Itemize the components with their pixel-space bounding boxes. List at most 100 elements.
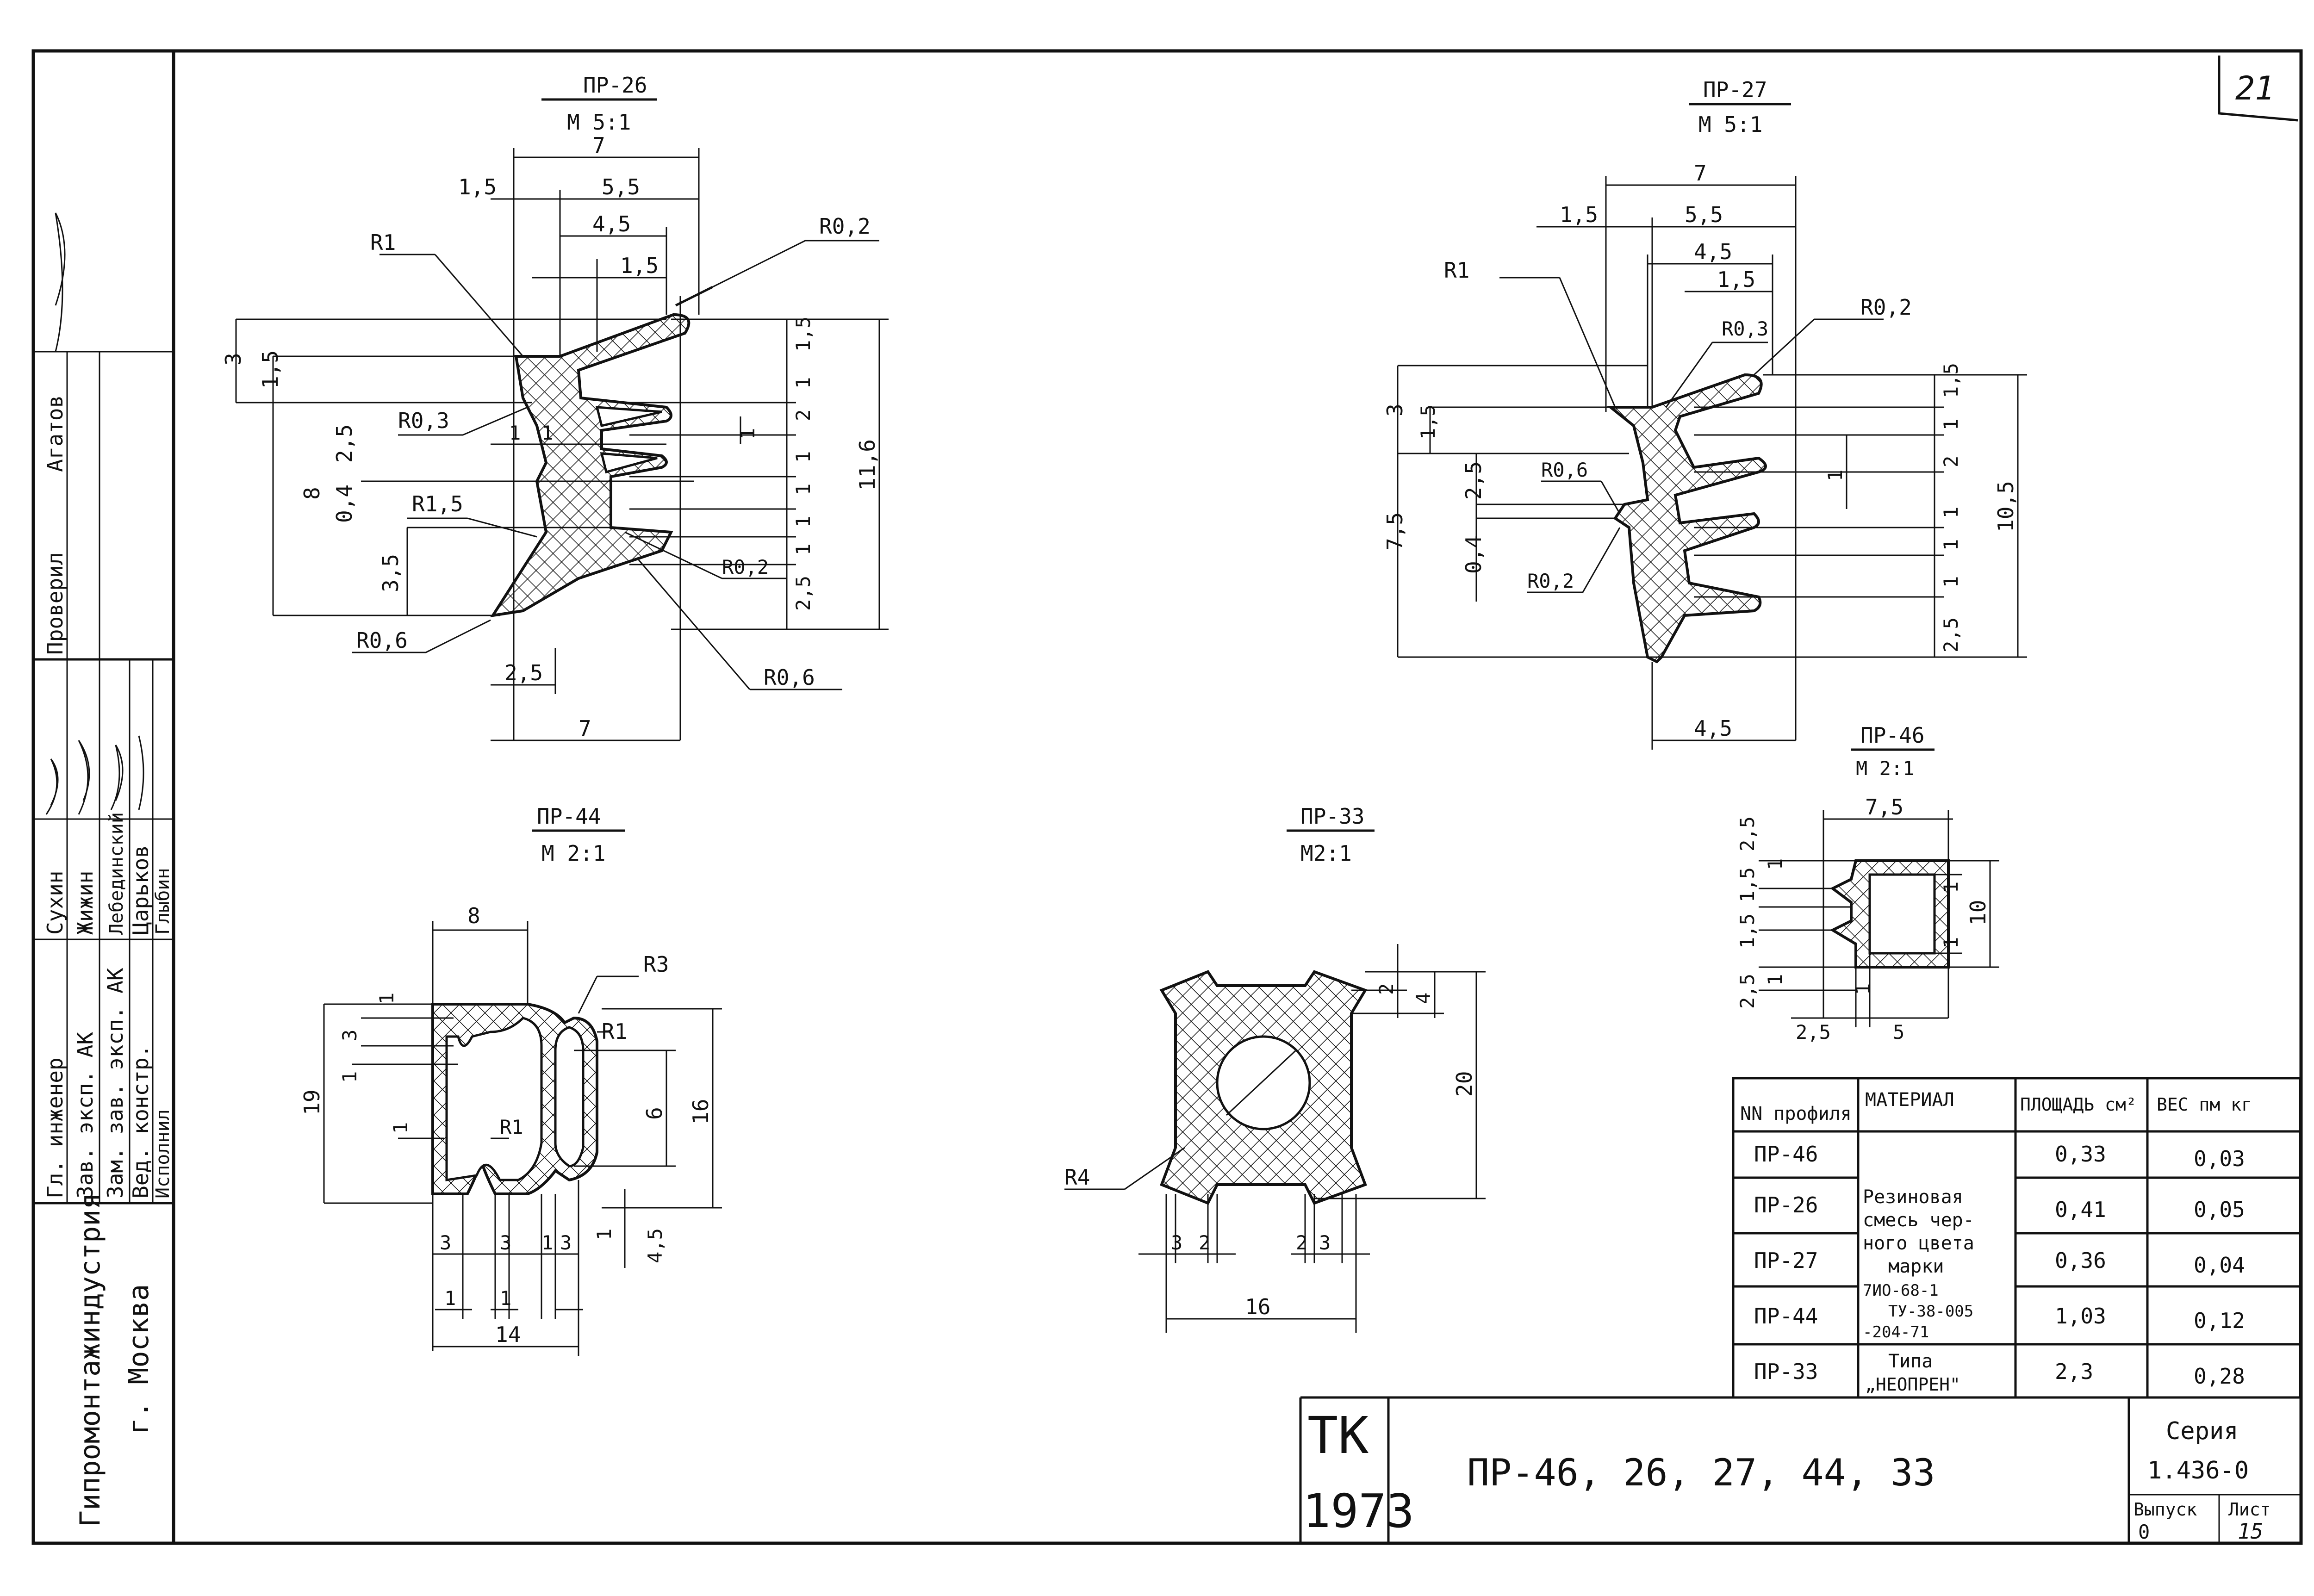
pr-46-dimensions <box>1759 810 1999 1027</box>
pr-27-section <box>1606 373 1767 664</box>
row-weight-4: 0,12 <box>2194 1308 2245 1333</box>
stamp-role-2: Зав. эксп. АК <box>73 1032 98 1199</box>
row-area-2: 0,41 <box>2055 1197 2106 1222</box>
pr-33-dim-2b: 2 <box>1296 1231 1307 1254</box>
pr-44-dim-1g: 1 <box>500 1287 511 1310</box>
pr-26-scale: М 5:1 <box>567 110 631 135</box>
pr-27-dim-r2: 1 <box>1940 419 1962 430</box>
pr-26-dim-3-5: 3,5 <box>378 554 403 592</box>
pr-44-scale: М 2:1 <box>541 841 605 866</box>
pr-27-dim-r1: 1,5 <box>1940 363 1962 398</box>
pr-27-dim-3: 3 <box>1382 404 1407 416</box>
pr-27-r0-6: R0,6 <box>1541 459 1588 481</box>
pr-26-dim-0-4: 0,4 <box>332 484 357 523</box>
pr-26-dimensions <box>235 148 889 741</box>
row-weight-3: 0,04 <box>2194 1253 2245 1278</box>
pr-26-dim-7b: 7 <box>578 716 591 741</box>
pr-26-r1: R1 <box>370 230 396 255</box>
pr-26-dim-r7: 1 <box>736 428 759 440</box>
pr-26-r0-3: R0,3 <box>398 408 449 433</box>
pr-27-dim-r5: 1 <box>1940 539 1962 551</box>
pr-26-dim-2-5r: 2,5 <box>792 576 815 611</box>
material-line-8: Типа <box>1888 1351 1933 1372</box>
profile-pr-27: ПР-27 М 5:1 <box>1382 77 2027 750</box>
stamp-org: Гипромонтажиндустрия <box>74 1193 106 1527</box>
pr-26-dim-r6: 1 <box>792 544 815 555</box>
pr-44-dim-1a: 1 <box>375 993 398 1004</box>
stamp-role-4: Вед. констр. <box>128 1045 153 1199</box>
row-profile-4: ПР-44 <box>1754 1304 1818 1329</box>
pr-27-dim-4-5: 4,5 <box>1694 239 1732 264</box>
row-area-4: 1,03 <box>2055 1304 2106 1329</box>
pr-33-dim-3b: 3 <box>1319 1231 1331 1254</box>
row-area-5: 2,3 <box>2055 1359 2093 1384</box>
pr-27-dim-0-4: 0,4 <box>1461 535 1486 574</box>
pr-26-r0-6: R0,6 <box>764 665 815 690</box>
pr-44-bulb-cavity <box>554 1026 585 1168</box>
pr-27-r0-2: R0,2 <box>1860 295 1912 320</box>
pr-46-dim-1a: 1 <box>1764 858 1786 870</box>
stamp-name-1: Сухин <box>43 871 68 935</box>
material-line-5: 7ИО-68-1 <box>1863 1281 1939 1300</box>
pr-44-dim-4-5: 4,5 <box>644 1228 666 1263</box>
drawing-title: ПР-46, 26, 27, 44, 33 <box>1467 1451 1935 1494</box>
pr-26-dim-1-5c: 1,5 <box>258 350 283 389</box>
stamp-role-1: Гл. инженер <box>43 1057 68 1199</box>
pr-44-r3: R3 <box>643 952 669 977</box>
pr-27-dim-2-5: 2,5 <box>1461 461 1486 500</box>
sheet-frame <box>31 49 2303 1545</box>
pr-26-slot-b <box>600 452 658 474</box>
pr-33-dim-4: 4 <box>1412 993 1435 1004</box>
pr-44-dim-8: 8 <box>467 903 480 928</box>
pr-27-dim-7-5: 7,5 <box>1382 512 1407 551</box>
pr-26-dim-5-5: 5,5 <box>602 174 640 199</box>
profile-pr-26: ПР-26 М 5:1 <box>221 73 889 741</box>
pr-46-dim-10: 10 <box>1966 900 1991 925</box>
left-stamp: Гипромонтажиндустрия г. Москва Гл. инжен… <box>33 212 174 1527</box>
pr-26-dim-r4: 1 <box>792 484 815 495</box>
pr-27-scale: М 5:1 <box>1698 112 1762 137</box>
pr-46-dim-1-5b: 1,5 <box>1736 913 1759 949</box>
properties-table: NN профиля МАТЕРИАЛ ПЛОЩАДЬ см² ВЕС пм к… <box>1732 1077 2302 1399</box>
pr-26-dim-r5: 1 <box>792 516 815 528</box>
material-line-6: ТУ-38-005 <box>1888 1302 1973 1321</box>
stamp-name-2: Жижин <box>73 871 98 935</box>
row-area-3: 0,36 <box>2055 1248 2106 1273</box>
sheet-value: 15 <box>2238 1519 2263 1544</box>
pr-44-dim-1e: 1 <box>541 1231 553 1254</box>
pr-44-dimensions <box>323 921 722 1356</box>
th-profile: NN профиля <box>1740 1103 1852 1124</box>
pr-27-dim-r4: 1 <box>1940 507 1962 518</box>
pr-27-dim-1: 1 <box>1824 470 1847 481</box>
pr-27-r1: R1 <box>1444 258 1469 283</box>
th-weight: ВЕС пм кг <box>2157 1094 2252 1115</box>
material-line-9: „НЕОПРЕН" <box>1865 1374 1960 1395</box>
issue-value: 0 <box>2138 1521 2150 1543</box>
pr-44-dim-1f: 1 <box>444 1287 456 1310</box>
material-line-3: ного цвета <box>1863 1233 1974 1254</box>
pr-33-dim-20: 20 <box>1452 1071 1477 1097</box>
pr-46-dim-7-5: 7,5 <box>1865 795 1903 820</box>
pr-26-dim-4-5: 4,5 <box>592 211 631 236</box>
row-profile-1: ПР-46 <box>1754 1142 1818 1167</box>
pr-26-dim-1a: 1 <box>509 422 521 444</box>
title-block: ТК 1973 ПР-46, 26, 27, 44, 33 Серия 1.43… <box>1299 1396 2300 1544</box>
pr-27-dim-r6: 1 <box>1940 576 1962 588</box>
pr-26-dim-1-5b: 1,5 <box>620 253 659 278</box>
pr-44-inner-cavity <box>445 1017 543 1181</box>
pr-33-dim-3a: 3 <box>1171 1231 1182 1254</box>
stamp-role-5: Исполнил <box>152 1109 174 1199</box>
pr-33-r4: R4 <box>1064 1165 1090 1190</box>
pr-44-r1b: R1 <box>500 1116 523 1138</box>
pr-27-dim-1-5c: 1,5 <box>1417 404 1439 440</box>
pr-27-title: ПР-27 <box>1703 77 1767 102</box>
pr-27-r0-3: R0,3 <box>1722 317 1768 340</box>
pr-44-dim-1d: 1 <box>593 1229 616 1240</box>
th-material: МАТЕРИАЛ <box>1865 1089 1954 1111</box>
pr-33-dim-16: 16 <box>1245 1294 1270 1319</box>
pr-33-scale: М2:1 <box>1300 841 1352 866</box>
sheet-number-corner <box>2218 56 2298 122</box>
pr-46-dim-2-5b: 2,5 <box>1736 974 1759 1009</box>
pr-26-dim-r2: 2 <box>792 410 815 421</box>
pr-33-title: ПР-33 <box>1300 804 1364 829</box>
